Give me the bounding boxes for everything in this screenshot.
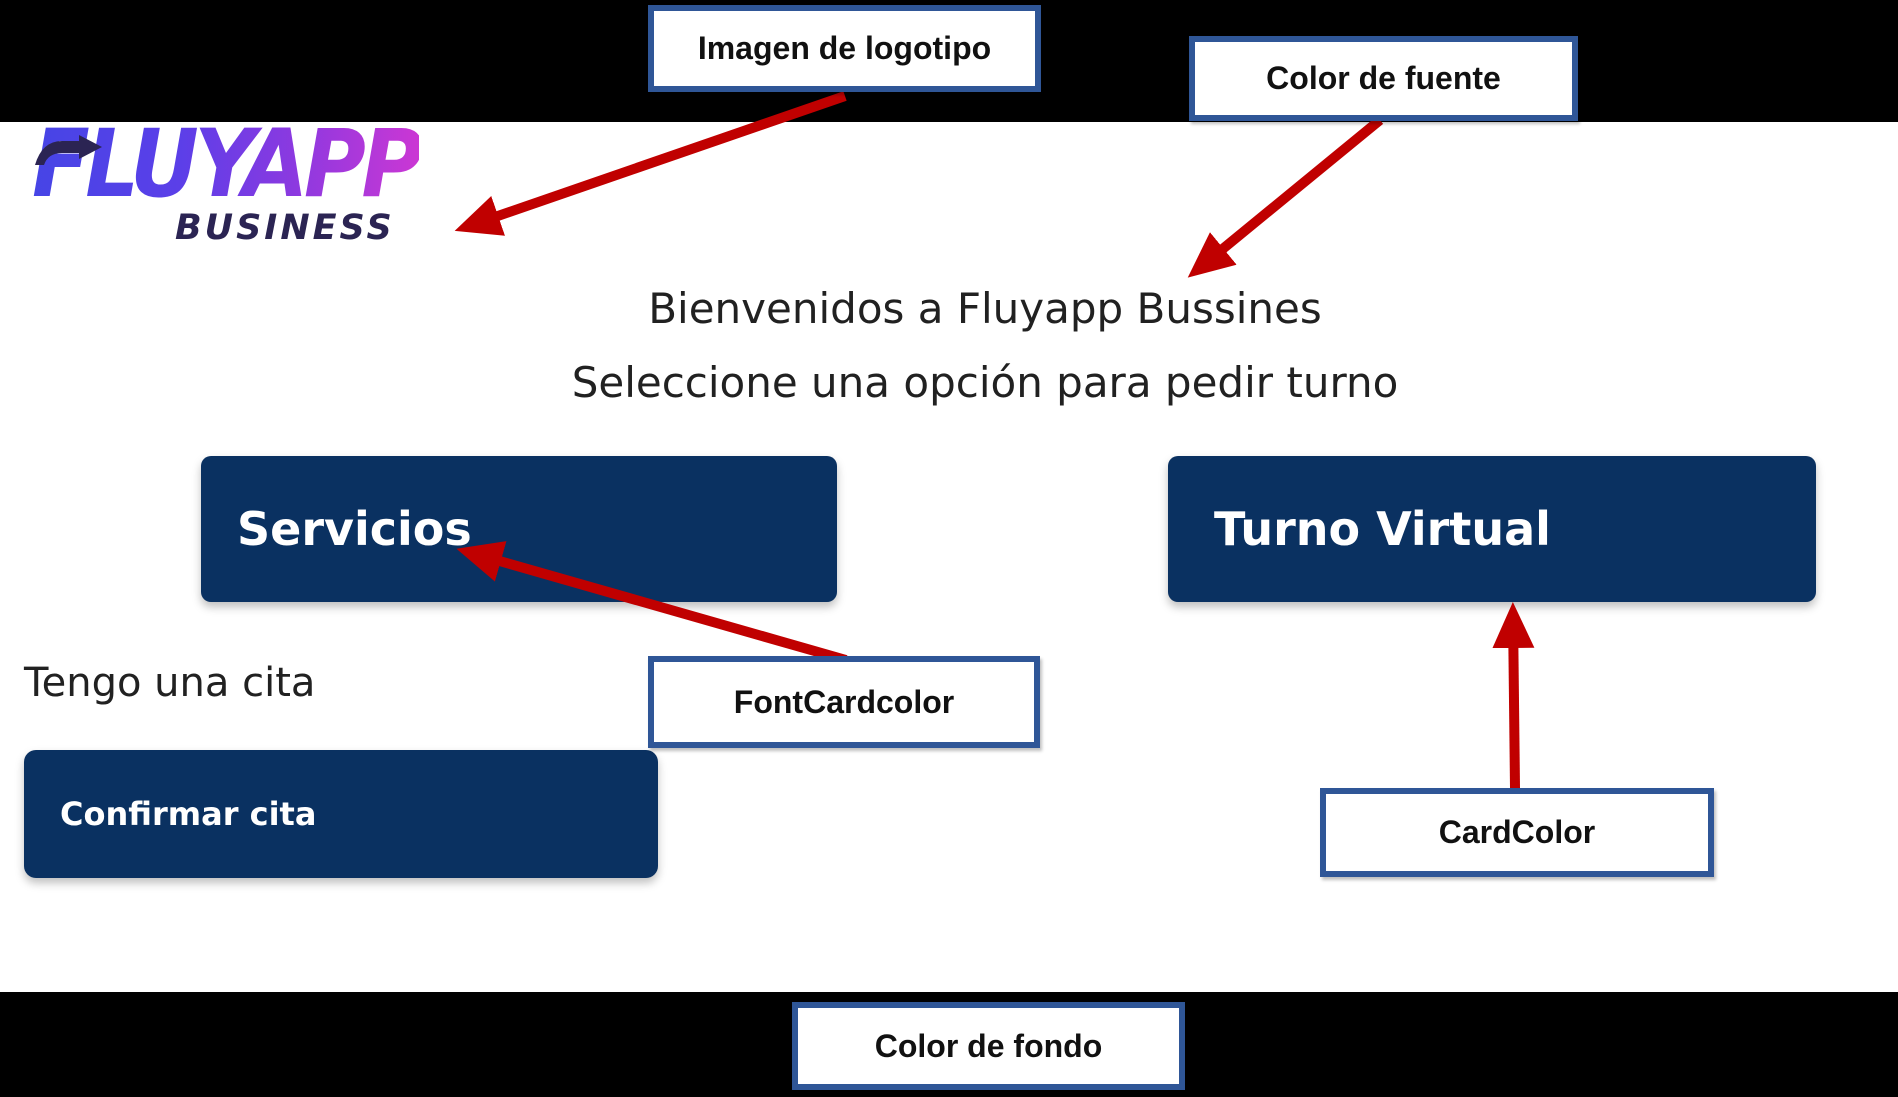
turno-virtual-card-label: Turno Virtual xyxy=(1214,502,1551,556)
logo-brand-text: FLUYAPP xyxy=(32,110,423,219)
welcome-subtitle: Seleccione una opción para pedir turno xyxy=(571,358,1399,407)
confirmar-cita-label: Confirmar cita xyxy=(60,795,317,833)
callout-font-card-color: FontCardcolor xyxy=(648,656,1040,748)
confirmar-cita-button[interactable]: Confirmar cita xyxy=(24,750,658,878)
servicios-card-label: Servicios xyxy=(237,502,472,556)
arrow-font-color xyxy=(1187,116,1384,278)
callout-background-color: Color de fondo xyxy=(792,1002,1185,1090)
callout-font-color-label: Color de fuente xyxy=(1266,60,1501,96)
callout-card-color-label: CardColor xyxy=(1438,814,1596,850)
callout-font-card-color-label: FontCardcolor xyxy=(733,683,955,720)
callout-card-color: CardColor xyxy=(1320,788,1714,877)
welcome-title: Bienvenidos a Fluyapp Bussines xyxy=(648,284,1322,333)
callout-font-color: Color de fuente xyxy=(1189,36,1578,121)
logo-arrow-icon xyxy=(35,135,102,165)
callout-background-color-label: Color de fondo xyxy=(874,1027,1103,1064)
turno-virtual-card[interactable]: Turno Virtual xyxy=(1168,456,1816,602)
callout-logo-image: Imagen de logotipo xyxy=(648,5,1041,92)
servicios-card[interactable]: Servicios xyxy=(201,456,837,602)
callout-logo-image-label: Imagen de logotipo xyxy=(697,30,992,66)
logo-sub-text: BUSINESS xyxy=(175,208,395,248)
arrow-card-color xyxy=(1492,602,1535,789)
fluyapp-logo: FLUYAPP BUSINESS xyxy=(30,118,450,268)
appointment-prompt-text: Tengo una cita xyxy=(24,660,316,706)
